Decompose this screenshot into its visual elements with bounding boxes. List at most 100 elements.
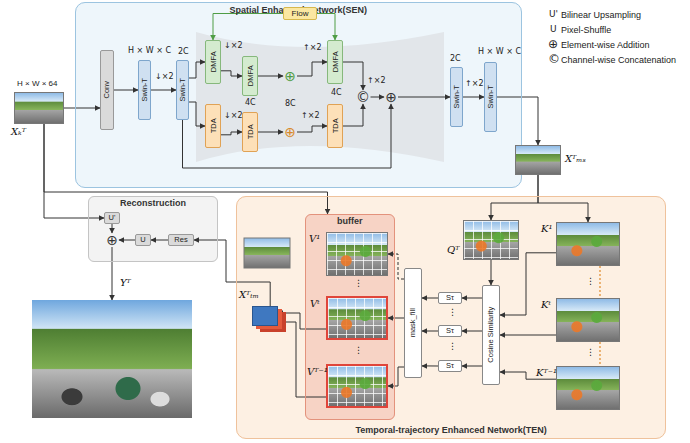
key-frame: Kᵀ⁻¹ bbox=[556, 366, 620, 410]
aligned-feature: Xᵀₜₘ bbox=[252, 306, 278, 326]
connector bbox=[388, 318, 404, 319]
node-label: Xₖᵀ bbox=[11, 127, 26, 137]
connector bbox=[317, 14, 335, 41]
connector bbox=[462, 298, 482, 299]
conv-block: Conv bbox=[100, 50, 114, 130]
reconstruction-panel: ReconstructionU'⊕URes bbox=[88, 196, 218, 262]
legend-text: Channel-wise Concatenation bbox=[561, 56, 676, 65]
dmfa-block: DMFA bbox=[242, 56, 258, 96]
add-symbol: ⊕ bbox=[384, 90, 398, 104]
scale-label: ↑×2 bbox=[465, 80, 484, 88]
ten-panel: Temporal-trajectory Enhanced Network(TEN… bbox=[236, 196, 666, 439]
cosine-box: Cosine Similarity bbox=[482, 285, 500, 385]
dmfa-block: DMFA bbox=[205, 40, 221, 84]
dimension-label: 4C bbox=[245, 99, 256, 107]
upsample-box: U' bbox=[104, 212, 120, 224]
sen-output-frame: Xᵀₘₛ bbox=[515, 145, 561, 175]
node-label: U' bbox=[109, 214, 116, 222]
dimension-label: 2C bbox=[178, 48, 189, 56]
connector bbox=[491, 260, 492, 285]
connector bbox=[278, 313, 326, 329]
connector bbox=[462, 331, 482, 332]
legend-symbol: U bbox=[550, 25, 557, 34]
flow-box: Flow bbox=[283, 7, 317, 20]
connector bbox=[119, 240, 135, 241]
legend-text: Element-wise Addition bbox=[561, 41, 650, 50]
connector bbox=[462, 366, 482, 367]
connector bbox=[398, 97, 450, 98]
value-frame: Vᵗ bbox=[326, 296, 388, 340]
scale-label: ↑×2 bbox=[303, 44, 322, 52]
node-label: ⊕ bbox=[385, 90, 397, 104]
connector bbox=[221, 71, 242, 76]
dimension-label: 8C bbox=[285, 100, 296, 108]
ellipsis: ⋮ bbox=[448, 308, 457, 317]
node-label: Swin-T bbox=[487, 85, 495, 108]
connector bbox=[371, 97, 385, 98]
dimension-label: H × W × C bbox=[478, 48, 521, 56]
swin-block: Swin-T bbox=[176, 60, 189, 120]
dmfa-block: DMFA bbox=[327, 40, 343, 84]
node-label: V¹ bbox=[309, 234, 320, 244]
node-label: Vᵗ bbox=[310, 299, 320, 309]
output-frame: Yᵀ bbox=[32, 300, 192, 418]
node-label: ⊕ bbox=[106, 233, 118, 247]
node-label: DMFA bbox=[209, 52, 217, 73]
scale-label: ↑×2 bbox=[301, 112, 320, 120]
scale-label: ↑×2 bbox=[367, 77, 386, 85]
node-label: TDA bbox=[331, 119, 339, 134]
node-label: Kᵗ bbox=[541, 300, 551, 310]
node-label: Swin-T bbox=[141, 78, 149, 101]
buffer-panel: bufferV¹VᵗVᵀ⁻¹ bbox=[305, 214, 395, 420]
connector bbox=[151, 240, 168, 241]
tda-block: TDA bbox=[205, 104, 221, 148]
res-box: Res bbox=[168, 234, 194, 246]
value-frame: Vᵀ⁻¹ bbox=[326, 364, 388, 408]
node-label: Sτ bbox=[446, 362, 454, 370]
connector bbox=[112, 247, 113, 300]
sen-fill bbox=[75, 2, 522, 188]
concat-symbol: © bbox=[356, 90, 371, 104]
connector bbox=[194, 240, 270, 306]
node-label: Temporal-trajectory Enhanced Network(TEN… bbox=[356, 426, 547, 435]
add-symbol: ⊕ bbox=[105, 233, 119, 247]
connector bbox=[491, 175, 538, 220]
node-label: Sτ bbox=[446, 294, 454, 302]
dimension-label: H × W × C bbox=[128, 47, 171, 55]
connector bbox=[422, 298, 438, 299]
swin-block: Swin-T bbox=[138, 60, 151, 120]
node-label: Vᵀ⁻¹ bbox=[307, 367, 328, 377]
ellipsis: ⋮ bbox=[586, 277, 595, 286]
connector bbox=[278, 322, 326, 397]
buffer-fill bbox=[305, 214, 395, 420]
legend-symbol: ⊕ bbox=[548, 38, 558, 50]
node-label: DMFA bbox=[246, 66, 254, 87]
connector bbox=[422, 365, 438, 366]
legend-symbol: © bbox=[548, 53, 560, 65]
dimension-label: 2C bbox=[450, 55, 461, 63]
node-label: Qᵀ bbox=[447, 245, 459, 255]
ten-fill bbox=[236, 196, 666, 439]
connector bbox=[64, 108, 100, 109]
node-label: K¹ bbox=[541, 224, 552, 234]
legend-symbol: U' bbox=[549, 10, 558, 19]
swin-block: Swin-T bbox=[450, 67, 463, 127]
node-label: TDA bbox=[209, 119, 217, 134]
scale-label: ↓×2 bbox=[155, 73, 174, 81]
connector bbox=[343, 104, 363, 126]
score-box: Sτ bbox=[438, 292, 462, 304]
node-label: U bbox=[140, 236, 145, 244]
connector bbox=[258, 76, 283, 77]
scale-label: ↓×2 bbox=[224, 42, 243, 50]
node-label: Kᵀ⁻¹ bbox=[536, 368, 557, 378]
connector bbox=[422, 331, 438, 332]
node-label: Yᵀ bbox=[120, 278, 131, 288]
ellipsis: ⋮ bbox=[448, 342, 457, 351]
connector bbox=[388, 367, 404, 386]
trajectory-line bbox=[599, 266, 600, 298]
connector bbox=[500, 335, 556, 336]
connector bbox=[151, 90, 176, 91]
scale-label: ↓×2 bbox=[224, 112, 243, 120]
node-label: H × W × 64 bbox=[17, 80, 57, 88]
